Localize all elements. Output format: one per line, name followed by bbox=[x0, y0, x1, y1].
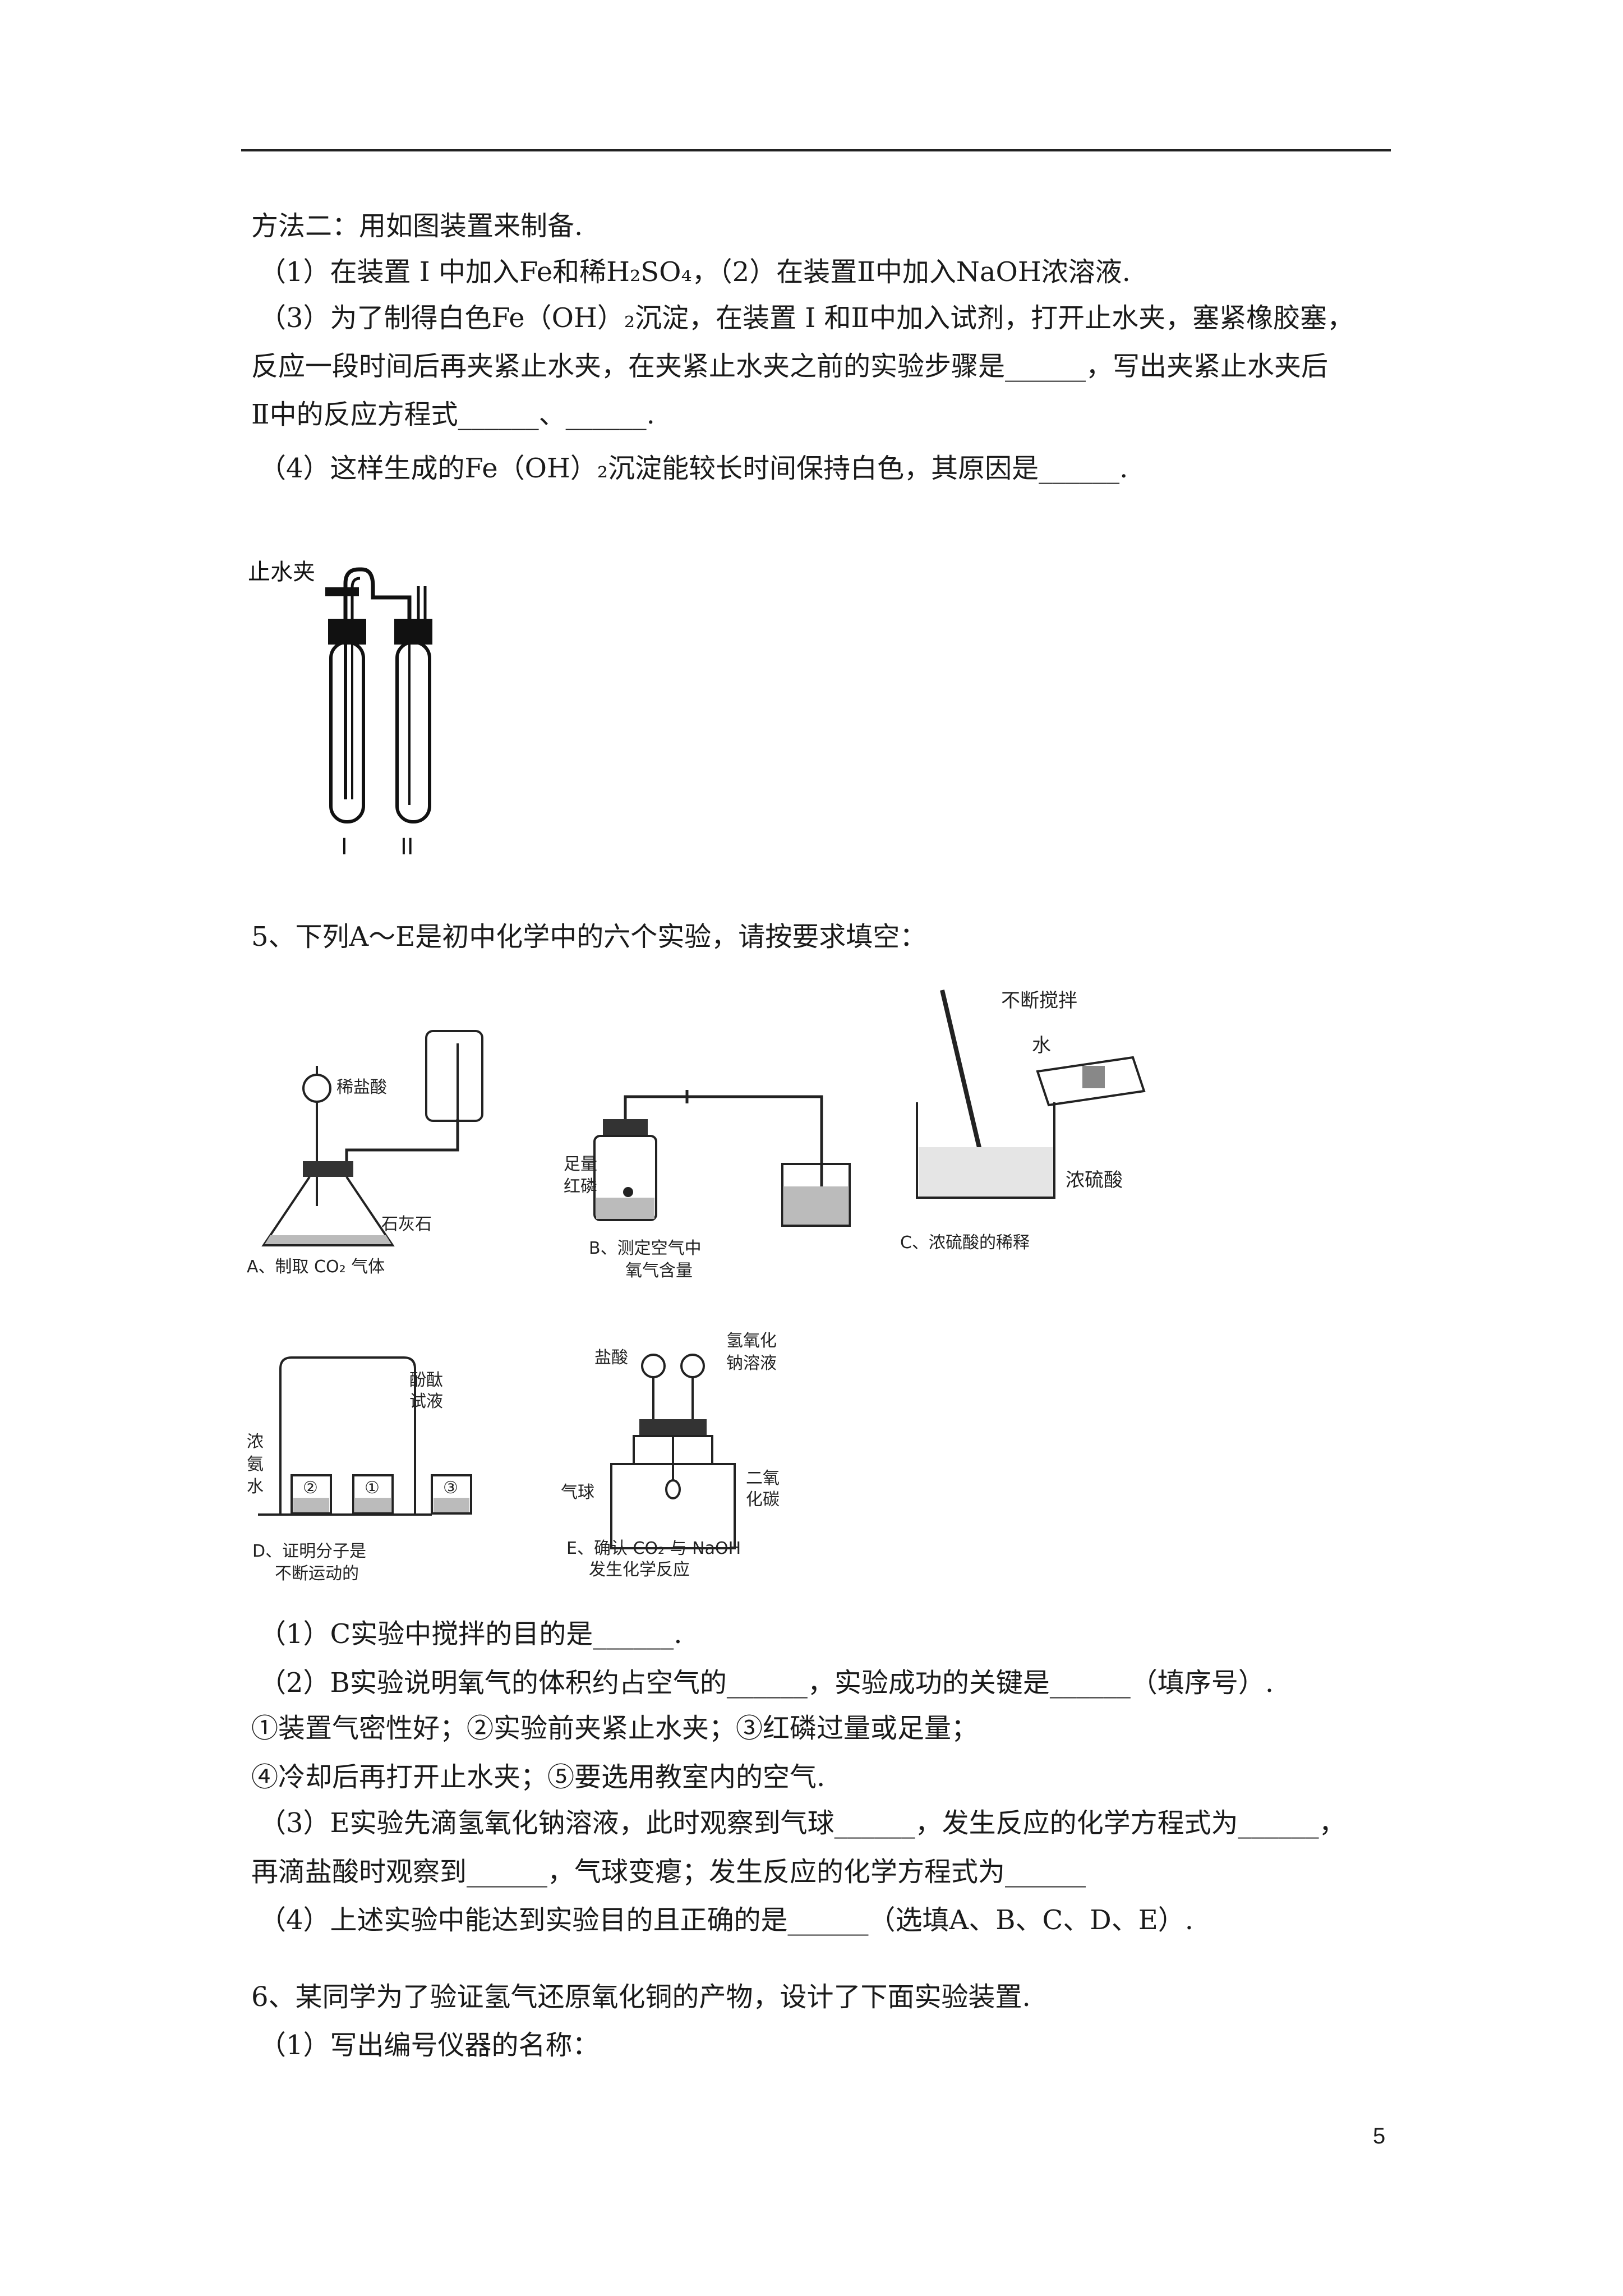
beaker bbox=[781, 1163, 851, 1227]
q5-line-7: （4）上述实验中能达到实验目的且正确的是______（选填A、B、C、D、E）. bbox=[259, 1904, 1193, 1936]
dropping-funnel-2 bbox=[680, 1354, 705, 1378]
tube-2-label: II bbox=[400, 834, 414, 860]
fig-e-caption-1: E、确认 CO₂ 与 NaOH bbox=[566, 1539, 741, 1558]
q4-line-4: 反应一段时间后再夹紧止水夹，在夹紧止水夹之前的实验步骤是______，写出夹紧止… bbox=[251, 351, 1329, 382]
fig-e-co2-label-1: 二氧 bbox=[746, 1469, 780, 1488]
flask-e bbox=[610, 1463, 736, 1549]
stopper-2 bbox=[394, 619, 432, 645]
balloon-icon bbox=[665, 1479, 681, 1499]
fig-e-hcl-label: 盐酸 bbox=[594, 1348, 628, 1368]
figure-e: 盐酸 氢氧化 钠溶液 气球 二氧 化碳 E、确认 CO₂ 与 NaOH 发生化学… bbox=[555, 1318, 813, 1588]
q4-line-6: （4）这样生成的Fe（OH）₂沉淀能较长时间保持白色，其原因是______. bbox=[259, 453, 1128, 484]
beaker-1 bbox=[352, 1474, 394, 1515]
beaker-2 bbox=[291, 1474, 332, 1515]
q5-line-1: （1）C实验中搅拌的目的是______. bbox=[259, 1618, 683, 1650]
q4-apparatus-figure: 止水夹 I II bbox=[241, 553, 454, 878]
q5-line-4: ④冷却后再打开止水夹；⑤要选用教室内的空气. bbox=[251, 1761, 826, 1793]
fig-e-co2-label-2: 化碳 bbox=[746, 1490, 780, 1510]
fig-d-beaker-1-label: ① bbox=[365, 1478, 380, 1498]
fig-c-beaker bbox=[916, 1102, 1055, 1199]
tube-2 bbox=[395, 641, 431, 823]
gas-jar bbox=[593, 1135, 657, 1221]
dropping-funnel-1 bbox=[641, 1354, 666, 1378]
fig-d-reagent-1: 酚酞 bbox=[409, 1370, 443, 1390]
fig-c-caption: C、浓硫酸的稀释 bbox=[900, 1233, 1030, 1253]
bell-jar bbox=[279, 1356, 416, 1515]
clamp-icon bbox=[325, 587, 359, 596]
clamp-label: 止水夹 bbox=[248, 559, 315, 585]
fig-e-naoh-label-2: 钠溶液 bbox=[726, 1354, 777, 1373]
figure-a: 稀盐酸 石灰石 A、制取 CO₂ 气体 bbox=[247, 1021, 527, 1279]
fig-a-solid-label: 石灰石 bbox=[381, 1214, 432, 1234]
fig-c-acid-label: 浓硫酸 bbox=[1066, 1169, 1123, 1191]
fig-d-ammonia-1: 浓 bbox=[247, 1432, 264, 1452]
fig-b-caption-2: 氧气含量 bbox=[625, 1261, 693, 1281]
q5-line-2: （2）B实验说明氧气的体积约占空气的______，实验成功的关键是______（… bbox=[259, 1667, 1274, 1699]
fig-a-limestone bbox=[265, 1235, 391, 1244]
q4-line-1: 方法二：用如图装置来制备. bbox=[251, 210, 583, 242]
fig-b-caption-1: B、测定空气中 bbox=[589, 1239, 702, 1258]
figure-c: 不断搅拌 水 浓硫酸 C、浓硫酸的稀释 bbox=[897, 979, 1178, 1271]
figure-b: 足量 红磷 B、测定空气中 氧气含量 bbox=[564, 1085, 866, 1299]
fig-e-caption-2: 发生化学反应 bbox=[589, 1560, 690, 1580]
q4-line-2: （1）在装置 Ⅰ 中加入Fe和稀H₂SO₄，（2）在装置Ⅱ中加入NaOH浓溶液. bbox=[259, 256, 1131, 288]
header-rule bbox=[241, 149, 1391, 151]
fig-d-beaker-3-label: ③ bbox=[443, 1478, 458, 1498]
q6-line-2: （1）写出编号仪器的名称： bbox=[259, 2030, 600, 2061]
q4-line-3: （3）为了制得白色Fe（OH）₂沉淀，在装置 Ⅰ 和Ⅱ中加入试剂，打开止水夹，塞… bbox=[259, 302, 1354, 334]
q5-line-3: ①装置气密性好；②实验前夹紧止水夹；③红磷过量或足量； bbox=[251, 1713, 979, 1744]
fig-b-label-1: 足量 bbox=[564, 1154, 597, 1174]
fig-b-label-2: 红磷 bbox=[564, 1177, 597, 1197]
q5-line-6: 再滴盐酸时观察到______，气球变瘪；发生反应的化学方程式为______ bbox=[251, 1856, 1086, 1888]
fig-a-stopper bbox=[303, 1161, 353, 1177]
page-number: 5 bbox=[1373, 2124, 1386, 2148]
conical-flask bbox=[261, 1176, 395, 1246]
tube-1-label: I bbox=[341, 834, 348, 860]
fig-d-beaker-2-label: ② bbox=[303, 1478, 318, 1498]
reagent-bottle bbox=[1036, 1056, 1146, 1107]
q5-intro: 5、下列A～E是初中化学中的六个实验，请按要求填空： bbox=[251, 921, 927, 953]
fig-d-ammonia-2: 氨 bbox=[247, 1455, 264, 1474]
fig-a-acid-label: 稀盐酸 bbox=[336, 1078, 387, 1097]
fig-d-reagent-2: 试液 bbox=[409, 1392, 443, 1411]
funnel-icon bbox=[302, 1074, 331, 1103]
q6-line-1: 6、某同学为了验证氢气还原氧化铜的产物，设计了下面实验装置. bbox=[251, 1981, 1031, 2013]
red-phosphorus bbox=[623, 1187, 633, 1197]
fig-d-caption-1: D、证明分子是 bbox=[252, 1542, 366, 1561]
fig-d-caption-2: 不断运动的 bbox=[275, 1564, 359, 1584]
gas-bottle bbox=[425, 1030, 483, 1122]
q4-line-5: Ⅱ中的反应方程式______、______. bbox=[251, 399, 655, 430]
fig-c-stir-label: 不断搅拌 bbox=[1001, 990, 1077, 1012]
q5-line-5: （3）E实验先滴氢氧化钠溶液，此时观察到气球______，发生反应的化学方程式为… bbox=[259, 1807, 1346, 1839]
fig-a-caption: A、制取 CO₂ 气体 bbox=[247, 1257, 385, 1277]
figure-d: ② ① ③ 酚酞 试液 浓 氨 水 D、证明分子是 不断运动的 bbox=[247, 1346, 505, 1593]
beaker-3 bbox=[431, 1474, 472, 1515]
fig-c-water-label: 水 bbox=[1032, 1034, 1051, 1057]
fig-d-ammonia-3: 水 bbox=[247, 1477, 264, 1497]
fig-e-naoh-label-1: 氢氧化 bbox=[726, 1331, 777, 1351]
fig-e-balloon-label: 气球 bbox=[561, 1483, 594, 1502]
